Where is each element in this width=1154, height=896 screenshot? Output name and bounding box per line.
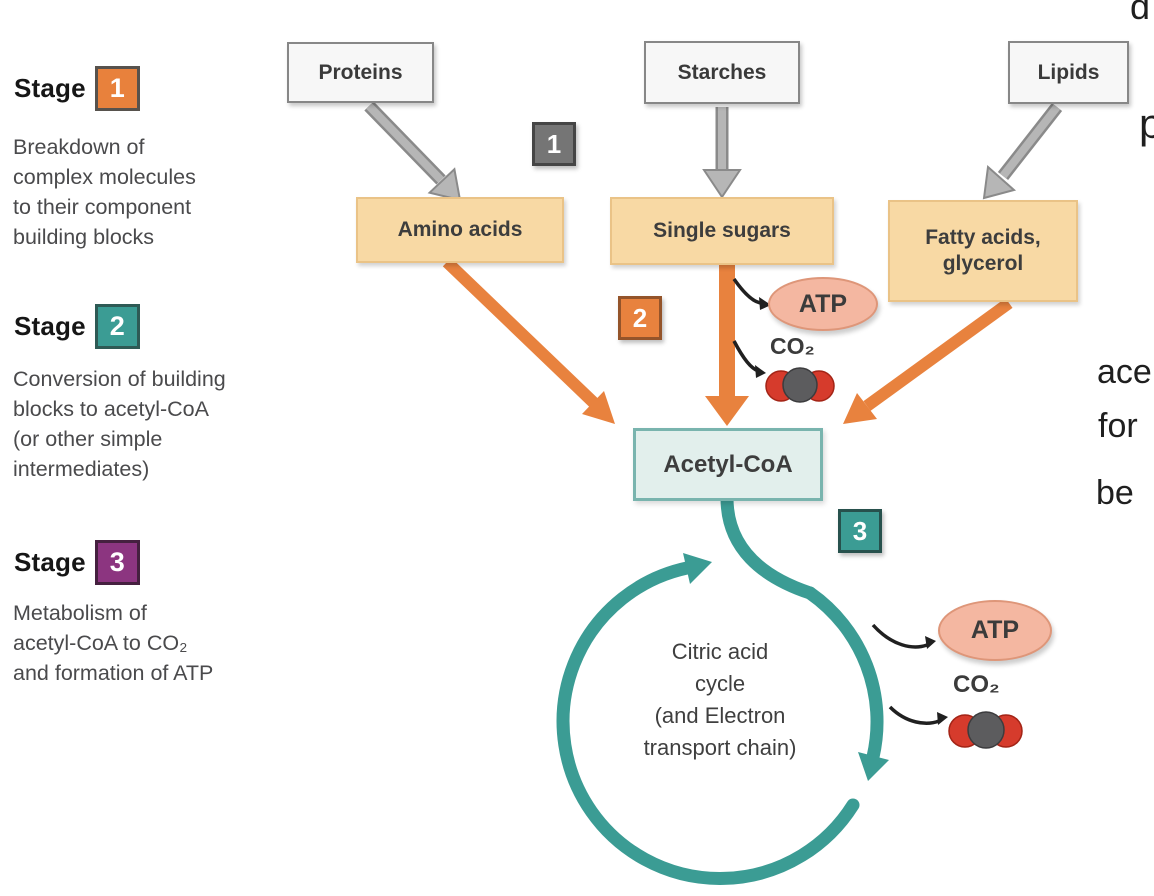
curved-arrow-to-atp-bottom (871, 623, 936, 649)
stage3-description: Metabolism of acetyl-CoA to CO₂ and form… (13, 601, 214, 685)
edge-fragment-mid3: be (1096, 474, 1134, 512)
acetyl-coa-box: Acetyl-CoA (633, 428, 823, 501)
stage1-number-square: 1 (94, 66, 140, 111)
step-badge-3: 3 (838, 509, 882, 553)
orange-arrow-sugars-to-acetyl (705, 264, 749, 426)
atp-ellipse-top: ATP (768, 277, 878, 331)
proteins-box: Proteins (287, 42, 434, 103)
starches-box: Starches (644, 41, 800, 104)
stage2-label: Stage (14, 311, 86, 341)
step-badge-1: 1 (532, 122, 576, 166)
teal-connector-acetyl-to-cycle (720, 491, 817, 600)
stage2-heading: Stage 2 (14, 304, 140, 349)
stage3-number-square: 3 (94, 540, 140, 585)
citric-cycle-label: Citric acid cycle (and Electron transpor… (643, 639, 797, 760)
cycle-arrowhead-top (683, 553, 712, 584)
amino-acids-box: Amino acids (356, 197, 564, 263)
co2-label-bottom: CO₂ (953, 671, 1000, 698)
gray-arrow-proteins-to-amino (364, 101, 462, 202)
gray-arrow-lipids-to-fatty (982, 102, 1063, 200)
stage1-heading: Stage 1 (14, 66, 140, 111)
citric-cycle-arc-main (556, 561, 860, 885)
edge-fragment-upper: p (1139, 100, 1154, 147)
curved-arrow-to-atp-top (732, 277, 771, 310)
stage2-number-square: 2 (94, 304, 140, 349)
stage3-label: Stage (14, 547, 86, 577)
stage1-label: Stage (14, 73, 86, 103)
atp-ellipse-bottom: ATP (938, 600, 1052, 661)
co2-molecule-icon-bottom (948, 711, 1023, 749)
edge-fragment-top: d (1130, 0, 1151, 27)
step-badge-2: 2 (618, 296, 662, 340)
cycle-arrowhead-right (858, 752, 889, 781)
citric-cycle-arc-right (803, 586, 884, 764)
stage2-description: Conversion of building blocks to acetyl-… (13, 367, 226, 481)
orange-arrow-fatty-to-acetyl (843, 298, 1013, 424)
lipids-box: Lipids (1008, 41, 1129, 104)
gray-arrow-starches-to-sugars (702, 107, 742, 199)
single-sugars-box: Single sugars (610, 197, 834, 265)
curved-arrow-to-co2-bottom (888, 705, 948, 725)
edge-fragment-mid1: ace (1097, 353, 1152, 391)
stage3-heading: Stage 3 (14, 540, 140, 585)
co2-molecule-icon-top (765, 367, 835, 403)
co2-label-top: CO₂ (770, 333, 815, 359)
edge-fragment-mid2: for (1098, 407, 1138, 445)
curved-arrow-to-co2-top (732, 340, 766, 378)
orange-arrow-amino-to-acetyl (442, 257, 615, 424)
stage1-description: Breakdown of complex molecules to their … (13, 135, 196, 249)
fatty-acids-glycerol-box: Fatty acids, glycerol (888, 200, 1078, 302)
